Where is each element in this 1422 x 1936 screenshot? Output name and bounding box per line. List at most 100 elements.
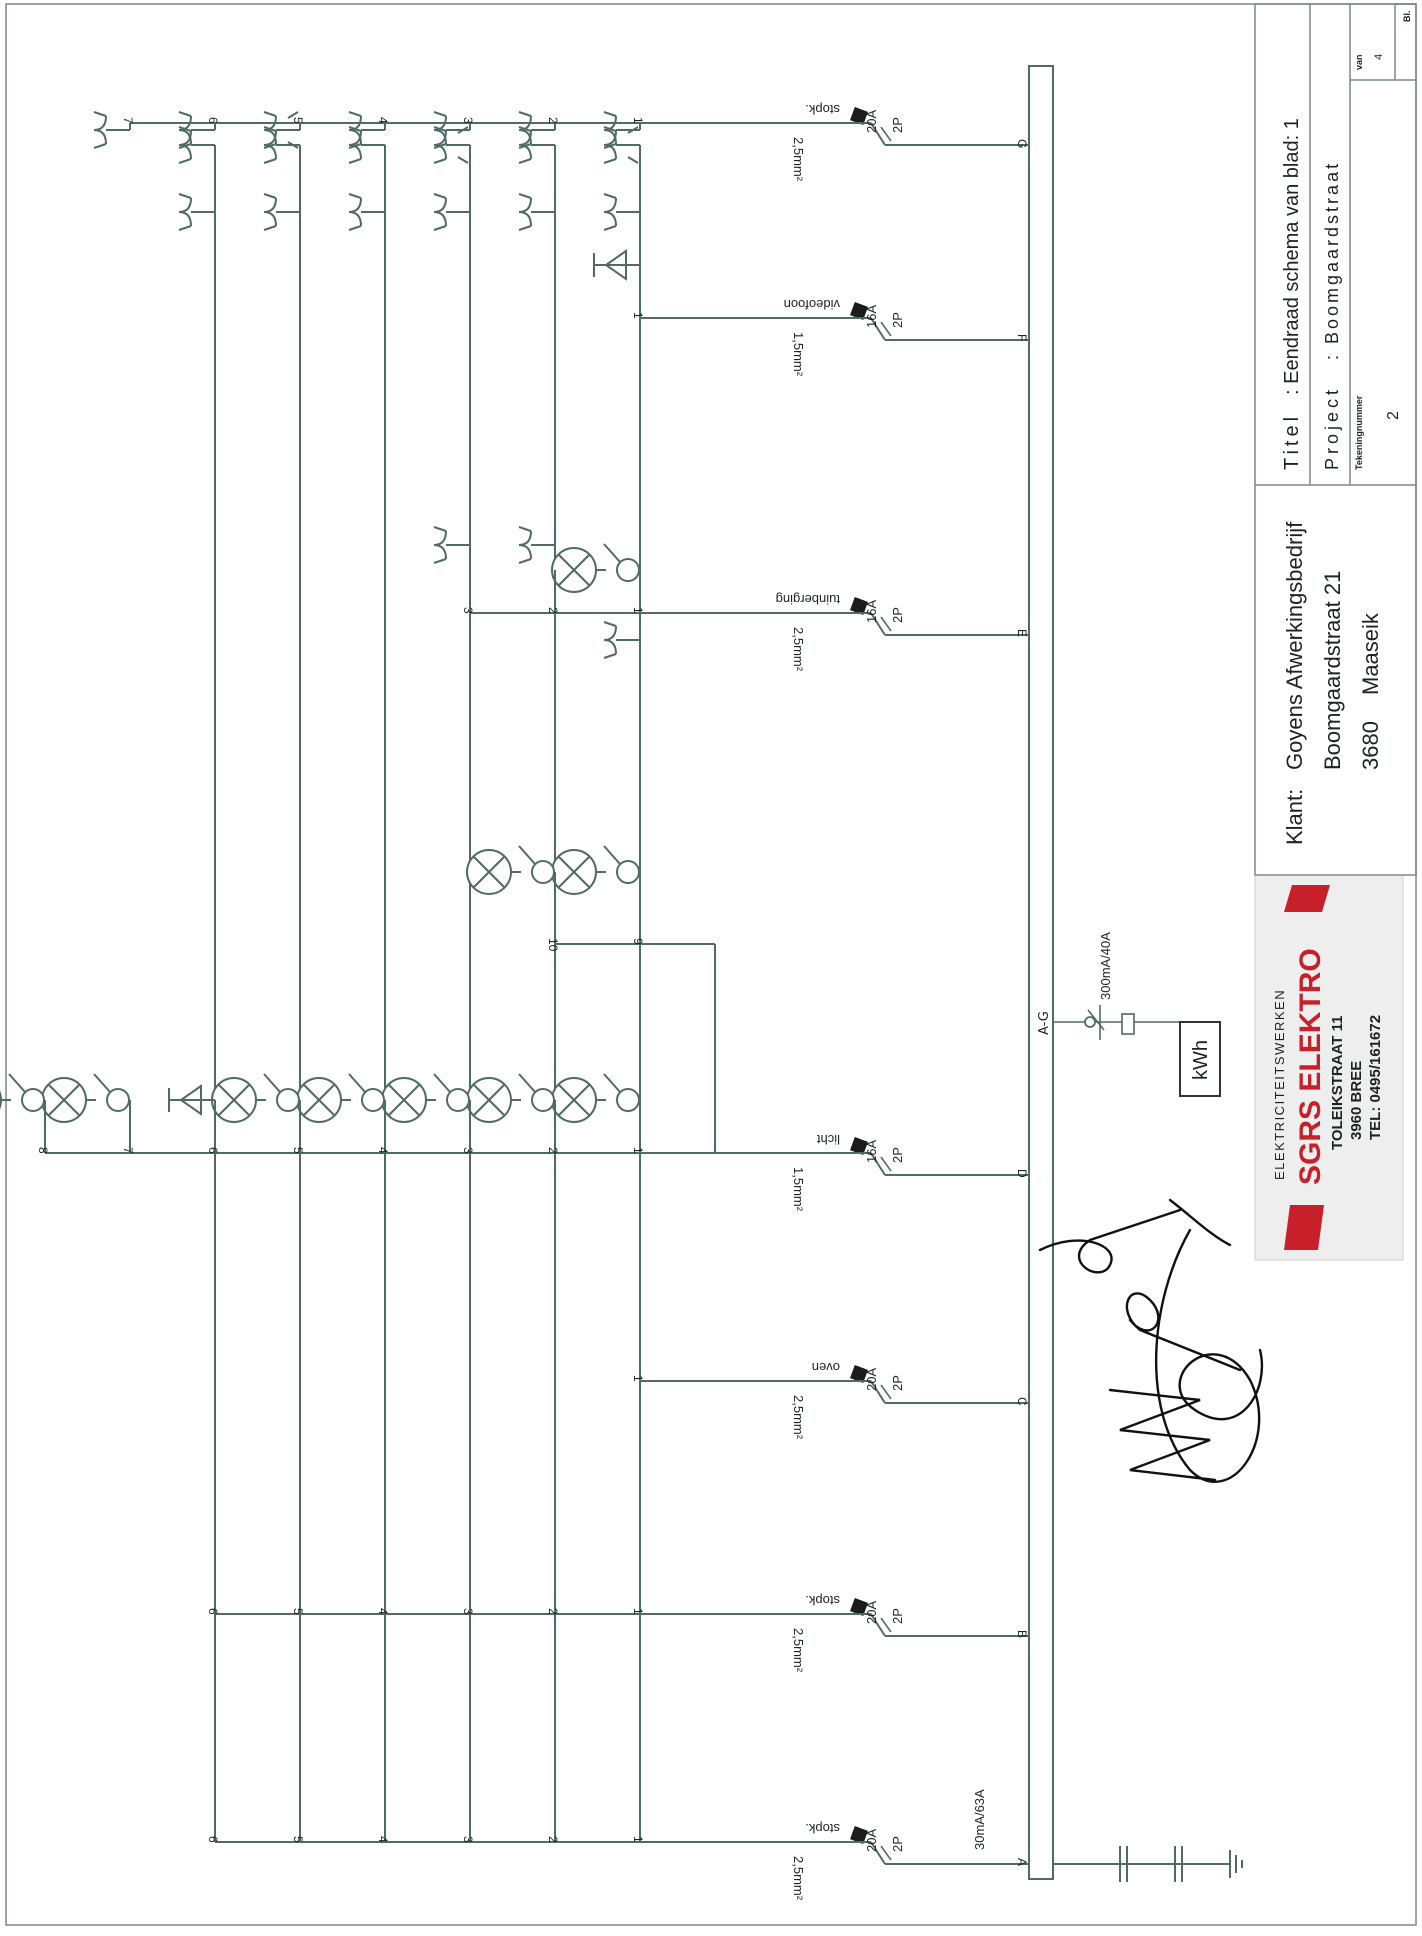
breaker-poles: 2P xyxy=(890,607,905,623)
sub-rcd-label: 300mA/40A xyxy=(1098,932,1113,1000)
socket-icon xyxy=(603,126,640,164)
socket-icon xyxy=(603,111,640,149)
cable-section: 1,5mm² xyxy=(791,1167,806,1212)
cable-section: 2,5mm² xyxy=(791,1395,806,1440)
breaker-poles: 2P xyxy=(890,1836,905,1852)
point-number: 4 xyxy=(376,1608,390,1615)
point-number: 7 xyxy=(121,1147,135,1154)
point-number: 8 xyxy=(36,1147,50,1154)
breaker-icon xyxy=(850,107,892,146)
point-number: 7 xyxy=(121,117,135,124)
lamp-icon xyxy=(551,543,640,593)
handwritten-signature xyxy=(1038,1198,1264,1483)
group-name: oven xyxy=(812,1360,840,1375)
page-frame xyxy=(5,3,1417,1926)
van-value: 4 xyxy=(1373,54,1385,60)
socket-icon xyxy=(433,126,470,164)
socket-icon xyxy=(178,126,215,164)
busbar xyxy=(1028,65,1054,1880)
group-name: stopk. xyxy=(805,1593,840,1608)
project-value: : Boomgaardstraat xyxy=(1322,161,1342,360)
breaker-icon xyxy=(850,1826,892,1865)
point-number: 10 xyxy=(546,938,560,952)
breaker-rating: 20A xyxy=(864,1368,879,1391)
socket-icon xyxy=(433,193,470,231)
group-letter-a: A xyxy=(1015,1858,1029,1866)
group-name: stopk. xyxy=(805,102,840,117)
supply-terminal-icon xyxy=(1119,1846,1183,1882)
point-number: 5 xyxy=(291,117,305,124)
breaker-poles: 2P xyxy=(890,312,905,328)
group-letter-b: B xyxy=(1015,1630,1029,1638)
circuit-group-a: A 20A 2,5mm² 2P stopk. 1 2 3 4 5 6 xyxy=(178,126,1029,1901)
group-name: stopk. xyxy=(805,1821,840,1836)
point-number: 6 xyxy=(206,1836,220,1843)
group-name: videofoon xyxy=(784,297,840,312)
circuit-diagram: A-G 30mA/63A 300mA/40A kWh A20A2,5mm²2Ps… xyxy=(0,65,1243,1901)
point-number: 2 xyxy=(546,1147,560,1154)
kwh-meter-label: kWh xyxy=(1190,1040,1212,1080)
socket-icon xyxy=(433,526,470,564)
socket-icon xyxy=(433,111,470,149)
group-letter-c: C xyxy=(1015,1397,1029,1406)
socket-icon xyxy=(518,126,555,164)
breaker-rating: 16A xyxy=(864,305,879,328)
cable-section: 1,5mm² xyxy=(791,332,806,377)
socket-icon xyxy=(348,111,385,149)
titel-value: : Eendraad schema van blad: 1 xyxy=(1281,118,1303,395)
breaker-rating: 20A xyxy=(864,1601,879,1624)
lamp-icon xyxy=(381,1073,470,1123)
point-number: 1 xyxy=(631,607,645,614)
point-number: 3 xyxy=(461,1608,475,1615)
point-number: 2 xyxy=(546,607,560,614)
socket-icon xyxy=(178,193,215,231)
socket-icon xyxy=(603,193,640,231)
earth-icon xyxy=(1229,1850,1243,1878)
cable-section: 2,5mm² xyxy=(791,137,806,182)
signal-outlet-icon xyxy=(168,1084,215,1116)
titel-label: Titel xyxy=(1281,413,1303,470)
socket-icon xyxy=(518,193,555,231)
client-name: Goyens Afwerkingsbedrijf xyxy=(1282,521,1307,770)
point-number: 3 xyxy=(461,607,475,614)
point-number: 3 xyxy=(461,117,475,124)
client-label: Klant: xyxy=(1282,789,1307,845)
point-number: 5 xyxy=(291,1147,305,1154)
logo-brand: SGRS ELEKTRO xyxy=(1294,948,1327,1185)
breaker-rating: 16A xyxy=(864,1140,879,1163)
point-number: 6 xyxy=(206,117,220,124)
drawing-number: 2 xyxy=(1385,411,1402,420)
cable-section: 2,5mm² xyxy=(791,627,806,672)
point-number: 4 xyxy=(376,1147,390,1154)
group-letter-e: E xyxy=(1015,629,1029,637)
logo-red-mark-top xyxy=(1284,885,1330,912)
group-letter-d: D xyxy=(1015,1169,1029,1178)
cable-section: 2,5mm² xyxy=(791,1628,806,1673)
point-number: 5 xyxy=(291,1608,305,1615)
bus-label: A-G xyxy=(1037,1011,1052,1035)
socket-icon xyxy=(518,526,555,564)
socket-icon xyxy=(518,111,555,149)
point-number: 5 xyxy=(291,1836,305,1843)
breaker-icon xyxy=(850,302,892,341)
breaker-rating: 20A xyxy=(864,1829,879,1852)
socket-icon xyxy=(348,126,385,164)
point-number: 1 xyxy=(631,1836,645,1843)
lamp-icon xyxy=(296,1073,385,1123)
client-street: Boomgaardstraat 21 xyxy=(1320,571,1345,770)
van-label: van xyxy=(1354,54,1364,70)
breaker-icon xyxy=(850,1365,892,1404)
cable-section: 2,5mm² xyxy=(791,1856,806,1901)
point-number: 2 xyxy=(546,117,560,124)
client-postcode: 3680 xyxy=(1358,721,1383,770)
logo-street: TOLEIKSTRAAT 11 xyxy=(1329,1016,1346,1150)
kwh-meter xyxy=(1179,1021,1221,1097)
point-number: 1 xyxy=(631,312,645,319)
breaker-poles: 2P xyxy=(890,1608,905,1624)
socket-icon xyxy=(263,126,300,164)
group-name: tuinberging xyxy=(776,592,840,607)
